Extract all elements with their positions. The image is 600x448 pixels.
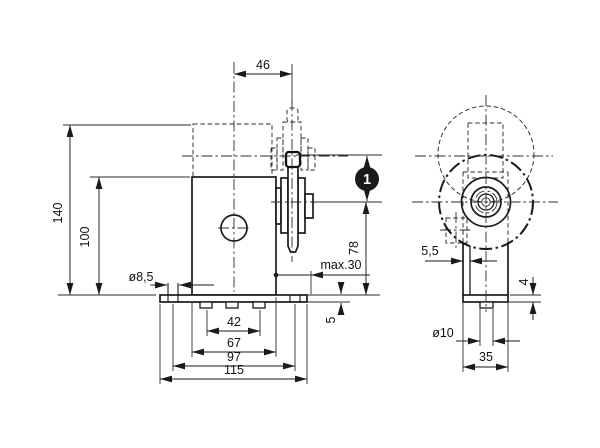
dim-max30-arrow <box>311 271 323 279</box>
dim-42-label: 42 <box>227 315 241 329</box>
front-view: 46 140 100 ø8,5 42 67 97 115 max.30 5 78… <box>51 58 382 384</box>
extension-lines-side <box>462 260 541 372</box>
dim-115-label: 115 <box>224 363 244 377</box>
phantom-lever <box>467 122 504 179</box>
dimensions-side <box>425 257 537 371</box>
switch-body <box>191 176 277 296</box>
callout-1-badge: 1 <box>355 167 379 191</box>
dim-67-label: 67 <box>227 336 241 350</box>
dim-97-label: 97 <box>227 350 241 364</box>
base-plate-side <box>462 294 509 303</box>
dim-100-label: 100 <box>78 227 92 248</box>
plate-tab <box>225 301 239 309</box>
dim-max30-origin-dot <box>273 272 279 278</box>
base-plate <box>159 294 308 303</box>
centerlines <box>182 62 558 312</box>
callout-circle <box>355 167 379 191</box>
plate-tab <box>252 301 266 309</box>
dim-4-label: 4 <box>517 278 531 285</box>
dim-46-label: 46 <box>256 58 270 72</box>
dim-78-label: 78 <box>347 241 361 255</box>
dim-140-label: 140 <box>51 203 65 224</box>
dim-max30-label: max.30 <box>321 258 362 272</box>
phantom-body-outline <box>192 123 273 178</box>
dim-10-label: ø10 <box>432 326 454 340</box>
dim-55-label: 5,5 <box>421 244 438 258</box>
roller-cap <box>284 150 302 169</box>
roller-lever-assembly <box>275 150 314 253</box>
callout-number: 1 <box>363 172 371 188</box>
side-view: 5,5 4 ø10 35 <box>421 105 541 372</box>
dim-85-label: ø8,5 <box>128 270 153 284</box>
dimensions-front <box>66 70 371 383</box>
dim-35-label: 35 <box>479 350 493 364</box>
lever-plate <box>287 166 299 253</box>
dim-5-label: 5 <box>324 316 338 323</box>
locating-pin <box>479 301 494 309</box>
plate-tab <box>199 301 213 309</box>
hidden-boss <box>445 217 468 244</box>
